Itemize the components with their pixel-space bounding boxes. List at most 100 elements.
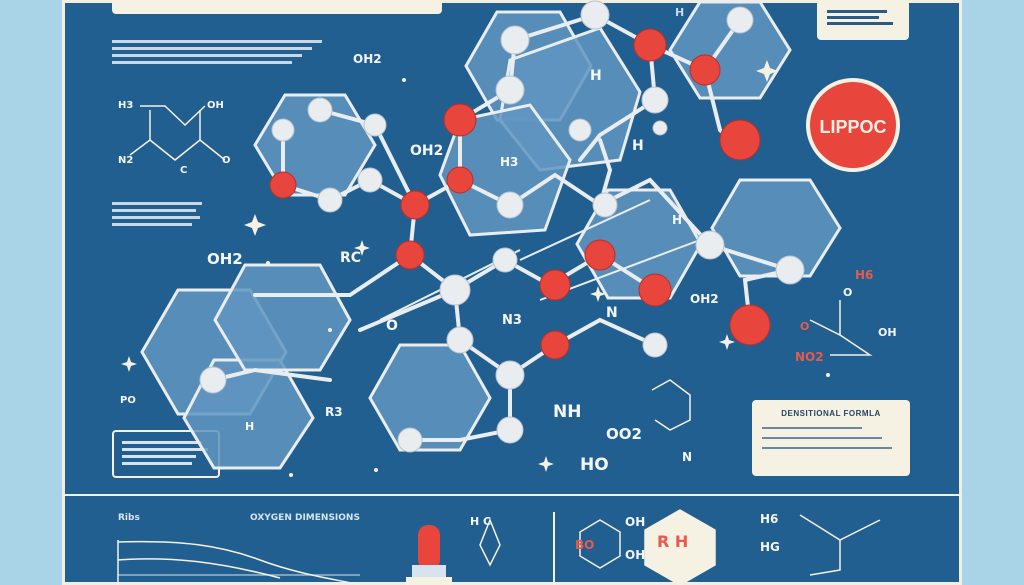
atom-label: OH2 [690,292,719,306]
atom-label: C [180,165,188,176]
hydrogen-atom [446,326,474,354]
skeletal-bond [809,300,841,337]
hydrogen-atom [695,230,725,260]
atom-label: H [245,420,255,433]
atom-label: OH [878,326,897,339]
hydrogen-atom [363,113,387,137]
atom-label: PO [120,395,136,406]
atom-label: R3 [325,405,343,419]
skeletal-bond [479,517,501,567]
atom-label: OH2 [207,250,243,268]
hydrogen-atom [199,366,227,394]
section-heading: OXYGEN DIMENSIONS [250,513,360,523]
hydrogen-atom [580,0,610,30]
formula-panel: DENSITIONAL FORMLA [752,400,910,476]
hydrogen-atom [775,255,805,285]
atom-label: O [386,318,398,334]
skeletal-bond [651,379,691,431]
decorative-curve [117,540,361,585]
note-panel [817,0,909,40]
atom-label: RC [340,250,362,266]
atom-label: H C [470,515,492,528]
atom-label: O [800,320,810,333]
hydrogen-atom [271,118,295,142]
atom-label: H [672,213,683,227]
skeletal-bond [140,105,206,127]
oxygen-atom [719,119,761,161]
hydrogen-atom [307,97,333,123]
atom-label: BO [575,538,595,552]
atom-label: N [682,450,693,464]
note-line [827,16,879,19]
hex-ring [710,178,842,278]
skeletal-bond [809,540,841,576]
section-heading: Ribs [118,513,140,523]
bond [358,288,457,332]
oxygen-atom [400,190,430,220]
atom-label: HO [580,455,609,475]
hex-ring [368,343,492,452]
atom-label: OH [207,100,224,111]
bond [408,373,512,442]
atom-label: OH2 [353,52,382,66]
hydrogen-atom [568,118,592,142]
oxygen-atom [633,28,667,62]
left-text-block-mid [112,198,202,230]
atom-label: H [590,68,602,84]
skeletal-bond [799,514,881,541]
header-panel [112,0,442,14]
atom-label: R H [657,532,689,551]
oxygen-atom [689,54,721,86]
sparkle-icon [756,60,778,82]
oxygen-atom [540,330,570,360]
hydrogen-atom [652,120,668,136]
atom-label: OH2 [410,143,444,159]
oxygen-atom [395,240,425,270]
bond [578,43,658,162]
hydrogen-atom [495,360,525,390]
sparkle-icon [538,456,554,472]
atom-label: HG [760,540,780,554]
hex-ring [213,263,352,372]
oxygen-atom [584,239,616,271]
badge-label: LIPPOC [819,116,887,137]
note-line [827,10,887,13]
bond [253,253,412,297]
hex-ring [438,103,572,237]
atom-label: H [675,6,685,19]
note-line [827,22,893,25]
skeletal-bond [644,509,716,585]
skeletal-bond [129,110,151,156]
atom-label: H3 [500,155,519,169]
atom-label: N2 [118,155,134,166]
hydrogen-atom [492,247,518,273]
dropper-icon [406,525,452,585]
oxygen-atom [446,166,474,194]
hydrogen-atom [496,416,524,444]
sparkle-icon [244,214,266,236]
atom-label: N [606,305,618,321]
hydrogen-atom [641,86,669,114]
oxygen-atom [729,304,771,346]
hydrogen-atom [592,192,618,218]
badge-circle [806,78,900,172]
atom-label: O [843,286,853,299]
skeletal-bond [149,139,226,161]
skeletal-bond [579,519,621,569]
oxygen-atom [539,269,571,301]
atom-label: O [222,155,231,166]
sparkle-icon [719,334,735,350]
atom-label: N3 [502,313,522,328]
sparkle-icon [354,240,370,256]
hydrogen-atom [317,187,343,213]
oxygen-atom [443,103,477,137]
skeletal-bond [830,334,873,356]
double-bond [519,199,651,261]
hydrogen-atom [397,427,423,453]
hydrogen-atom [496,191,524,219]
atom-label: H6 [760,512,779,526]
hydrogen-atom [642,332,668,358]
hydrogen-atom [357,167,383,193]
oxygen-atom [638,273,672,307]
